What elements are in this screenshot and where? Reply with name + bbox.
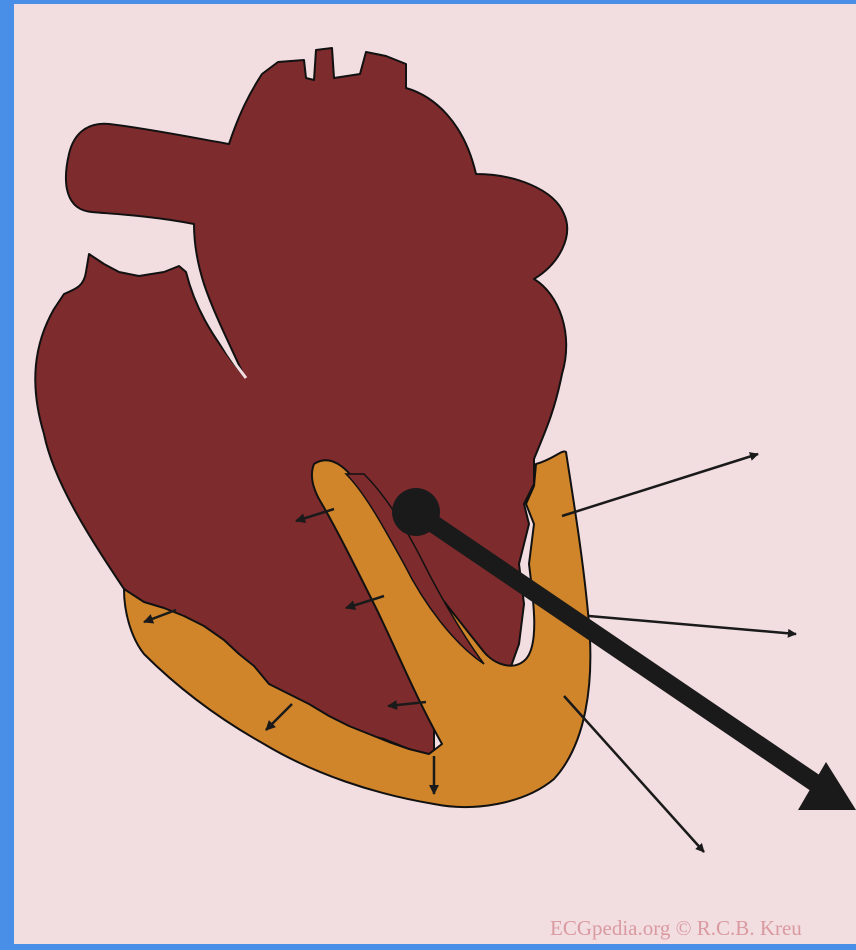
vector-arrow-middle xyxy=(589,616,796,634)
credit-text: ECGpedia.org © R.C.B. Kreu xyxy=(550,916,802,941)
heart-diagram xyxy=(14,4,856,944)
vector-arrow-upper xyxy=(562,454,758,516)
diagram-canvas: ECGpedia.org © R.C.B. Kreu xyxy=(14,4,856,944)
vector-arrow-lower xyxy=(564,696,704,852)
